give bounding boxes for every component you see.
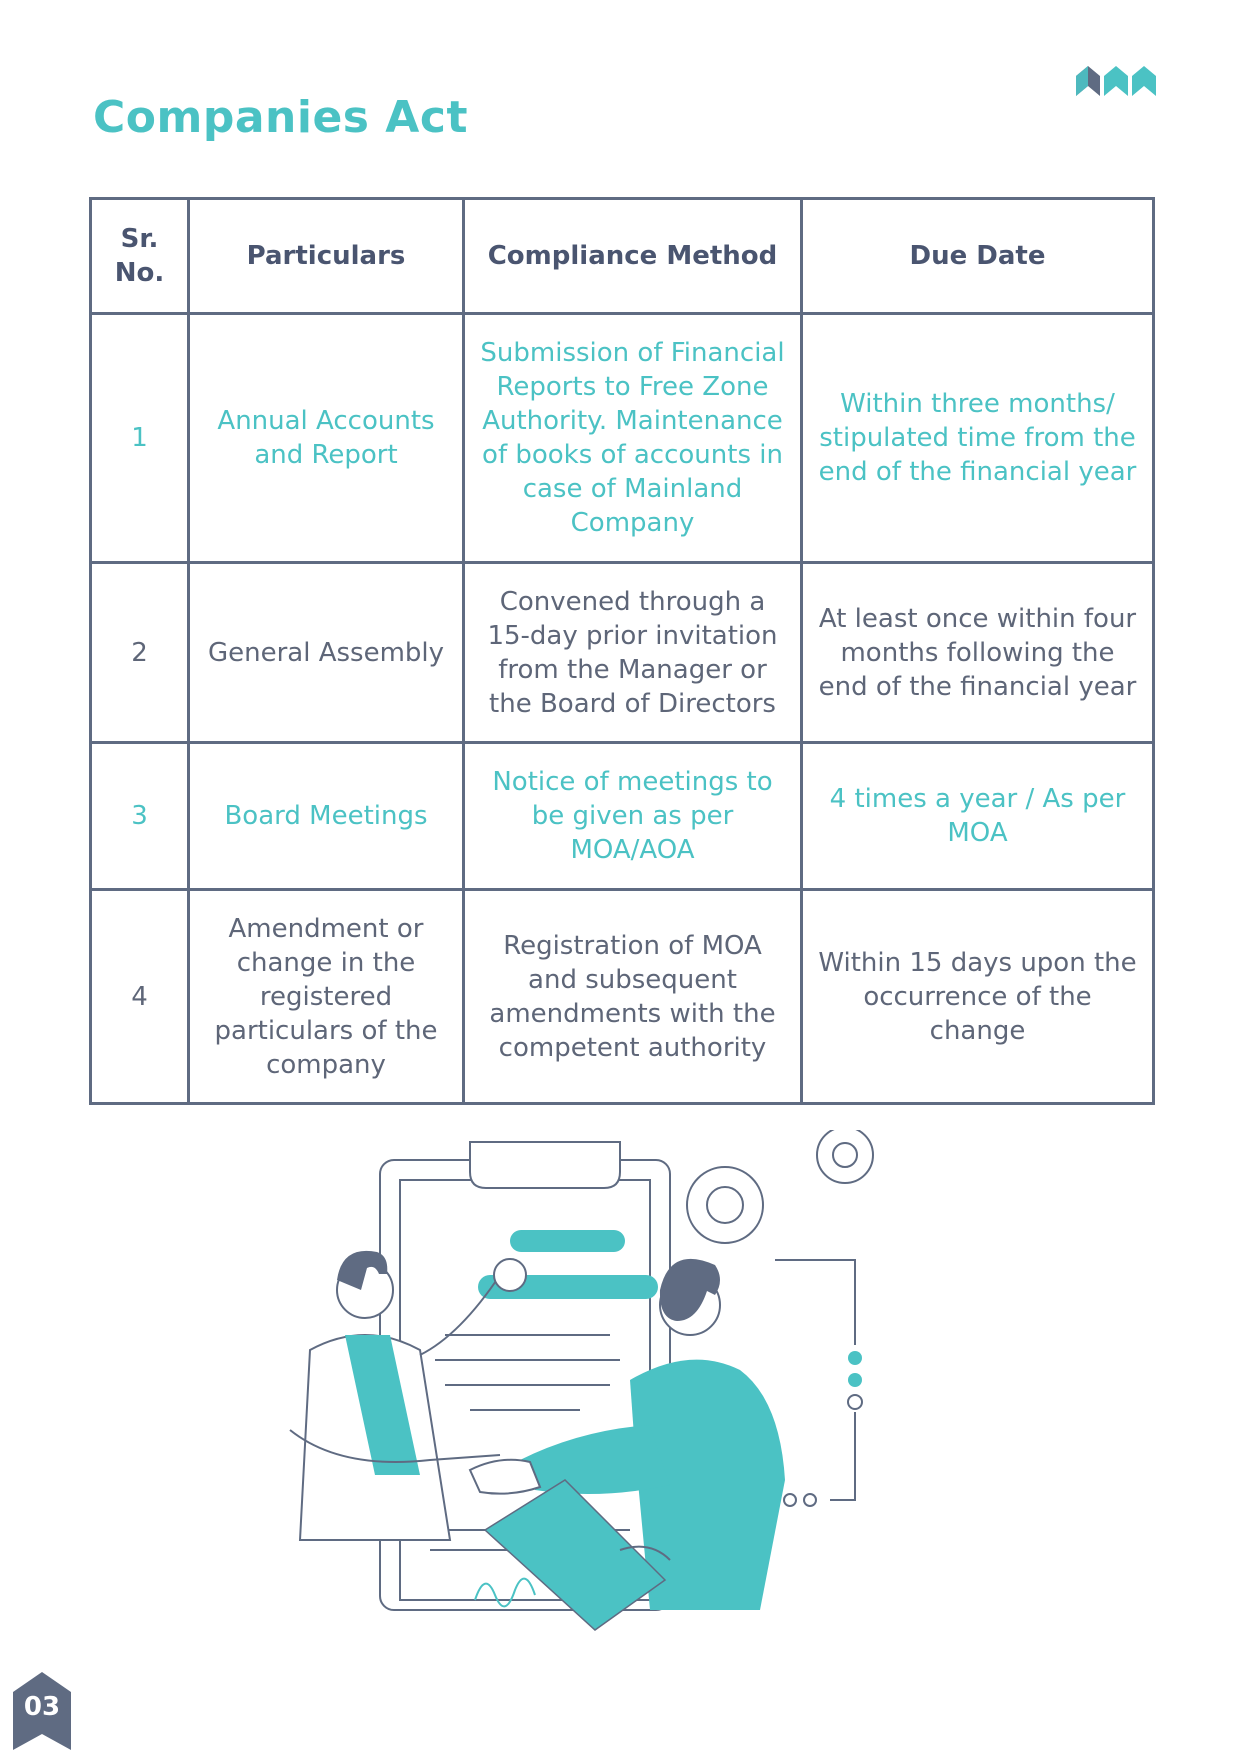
table-row: 1 Annual Accounts and Report Submission … (89, 312, 1155, 564)
brand-logo-icon (1076, 66, 1156, 96)
cell-compliance-method: Submission of Financial Reports to Free … (462, 312, 803, 564)
page-title: Companies Act (93, 92, 468, 143)
cell-due-date: 4 times a year / As per MOA (800, 741, 1155, 891)
cell-sr-no: 2 (89, 561, 190, 744)
cell-particulars: Board Meetings (187, 741, 465, 891)
table-header-row: Sr. No. Particulars Compliance Method Du… (89, 197, 1155, 315)
table-row: 2 General Assembly Convened through a 15… (89, 561, 1155, 744)
handshake-contract-illustration-icon (289, 1130, 874, 1631)
table-row: 4 Amendment or change in the registered … (89, 888, 1155, 1105)
cell-particulars: General Assembly (187, 561, 465, 744)
cell-compliance-method: Convened through a 15-day prior invitati… (462, 561, 803, 744)
compliance-table: Sr. No. Particulars Compliance Method Du… (89, 197, 1155, 1105)
cell-due-date: Within 15 days upon the occurrence of th… (800, 888, 1155, 1105)
column-header-due-date: Due Date (800, 197, 1155, 315)
column-header-particulars: Particulars (187, 197, 465, 315)
cell-particulars: Amendment or change in the registered pa… (187, 888, 465, 1105)
cell-compliance-method: Registration of MOA and subsequent amend… (462, 888, 803, 1105)
cell-sr-no: 3 (89, 741, 190, 891)
cell-sr-no: 4 (89, 888, 190, 1105)
cell-sr-no: 1 (89, 312, 190, 564)
cell-due-date: At least once within four months followi… (800, 561, 1155, 744)
cell-due-date: Within three months/ stipulated time fro… (800, 312, 1155, 564)
page-number: 03 (23, 1692, 61, 1722)
cell-compliance-method: Notice of meetings to be given as per MO… (462, 741, 803, 891)
column-header-sr-no: Sr. No. (89, 197, 190, 315)
column-header-compliance-method: Compliance Method (462, 197, 803, 315)
table-row: 3 Board Meetings Notice of meetings to b… (89, 741, 1155, 891)
page-badge-icon (13, 1672, 71, 1750)
cell-particulars: Annual Accounts and Report (187, 312, 465, 564)
